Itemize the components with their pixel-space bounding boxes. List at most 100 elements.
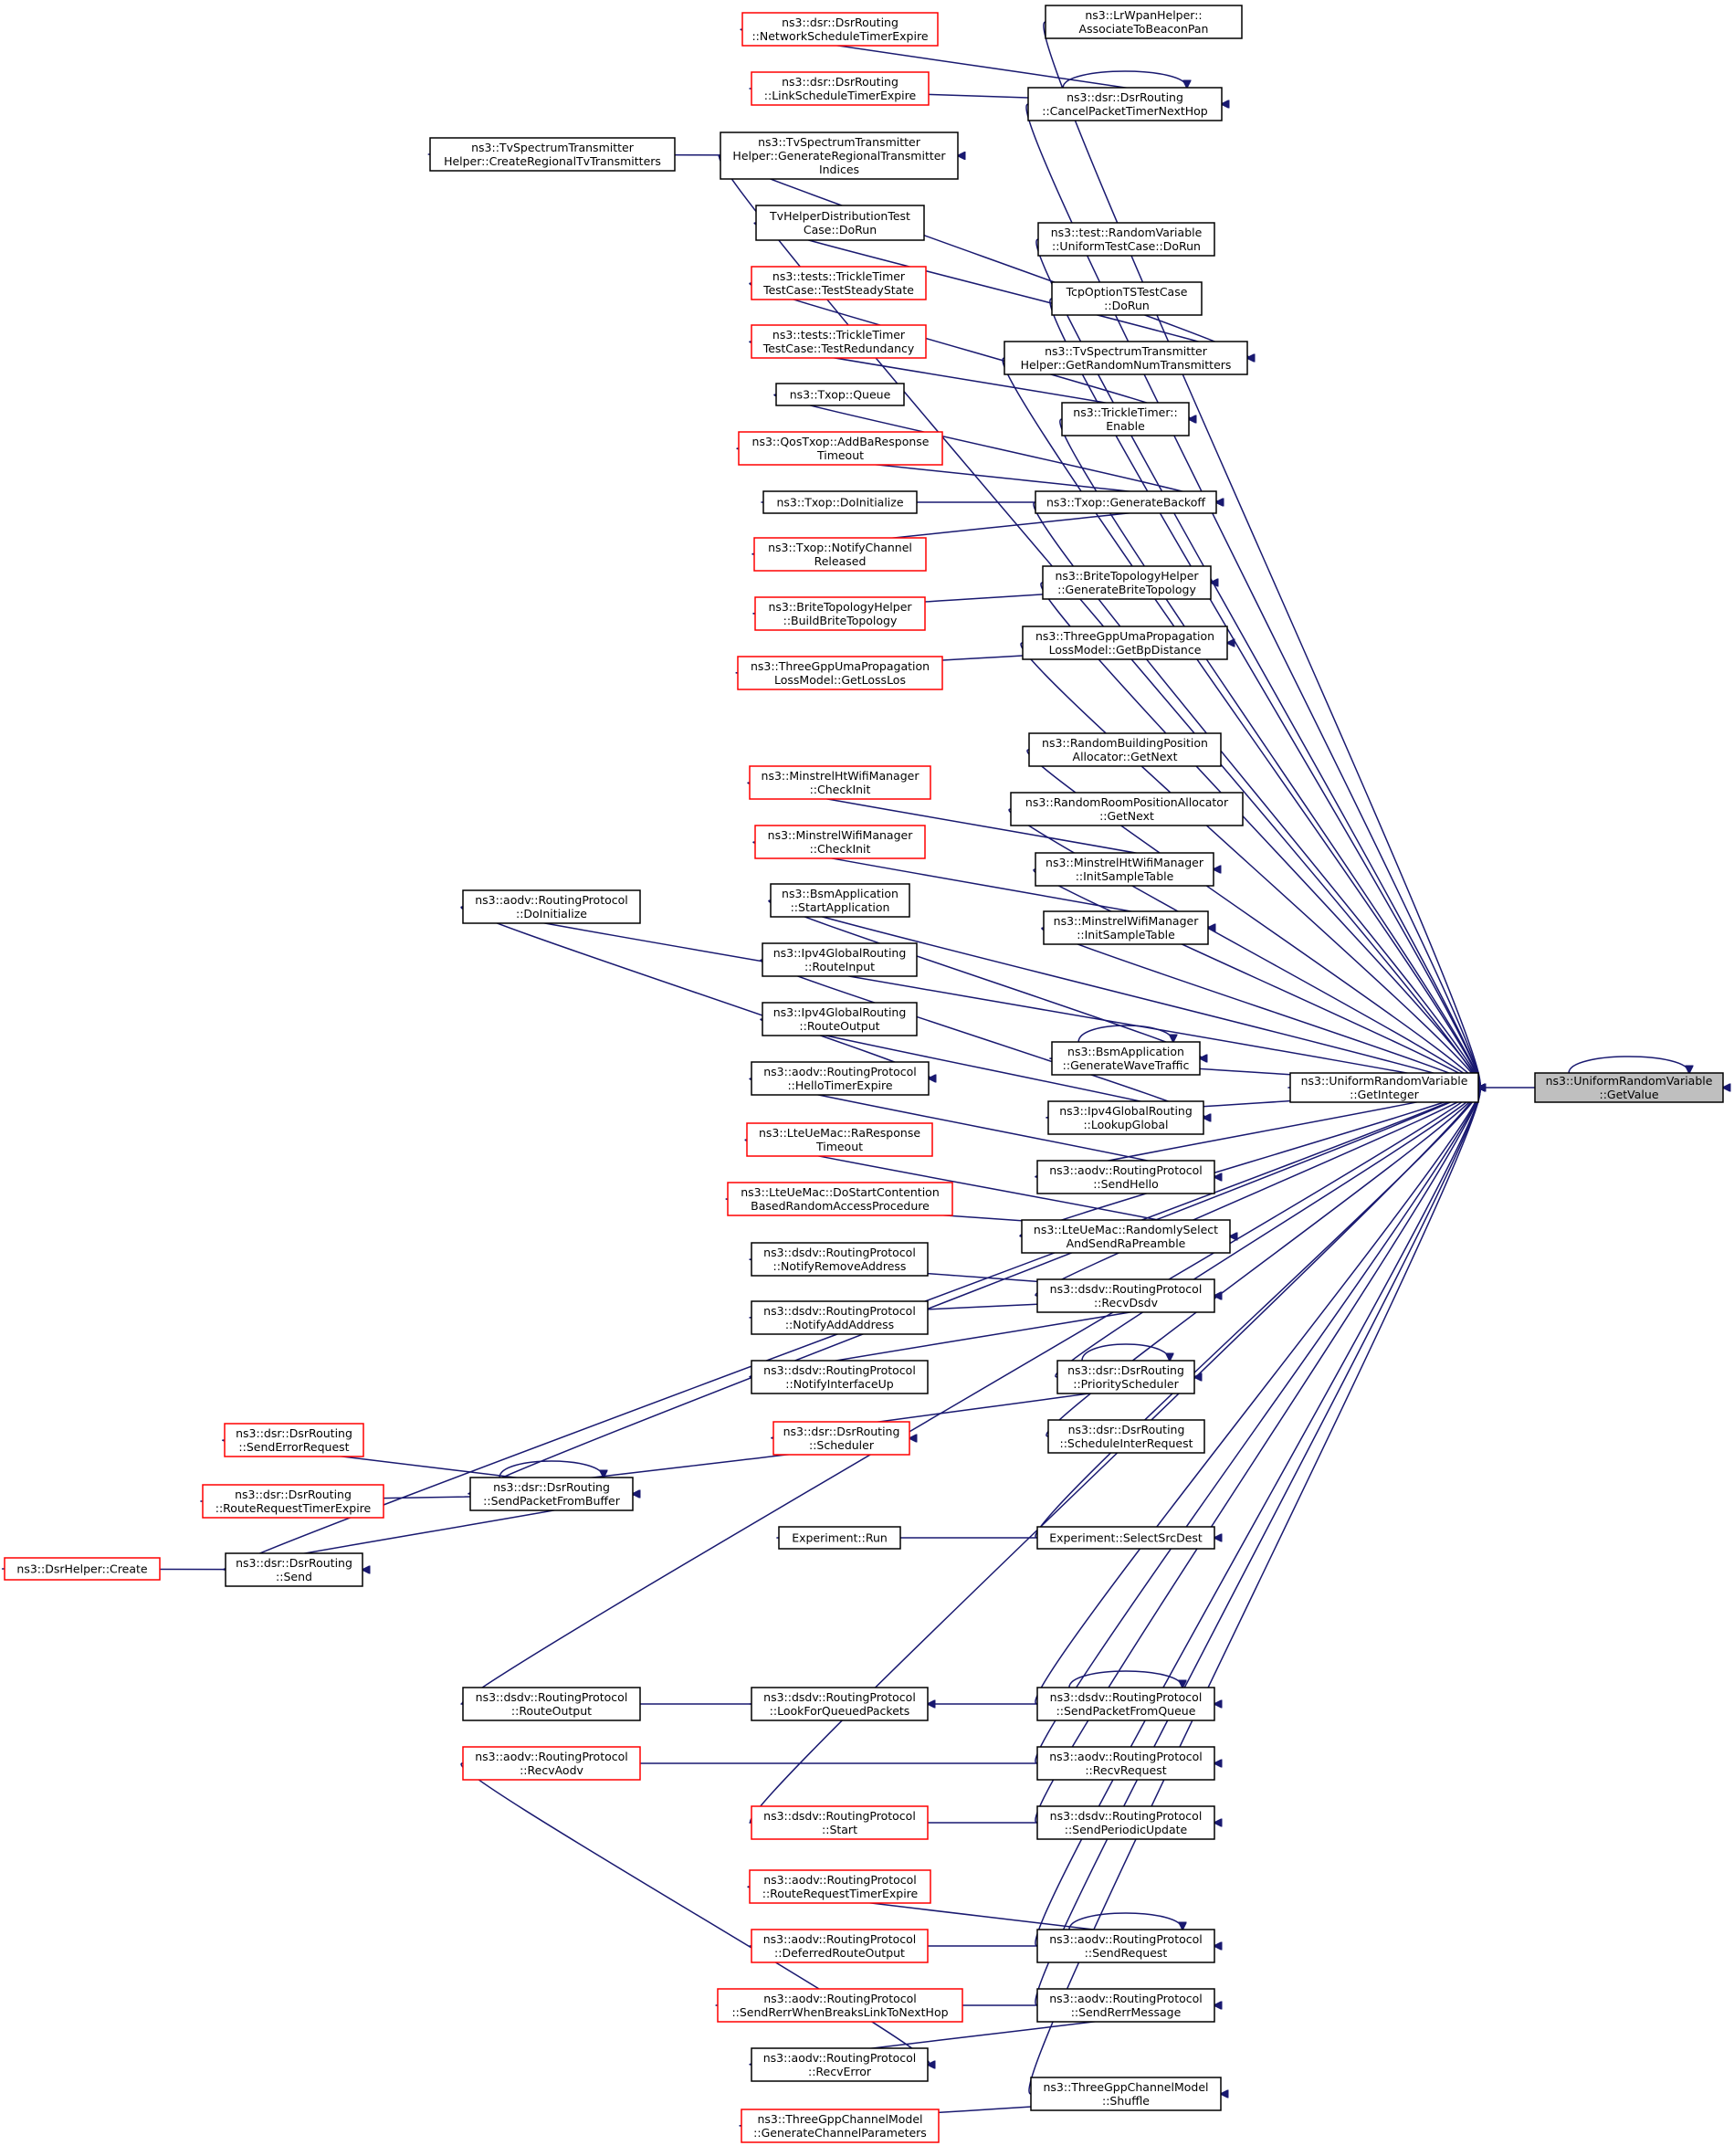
graph-node-minhtinit[interactable]: ns3::MinstrelHtWifiManager::InitSampleTa… (1035, 852, 1214, 887)
graph-node-txopqueue[interactable]: ns3::Txop::Queue (775, 383, 905, 406)
graph-node-randroom[interactable]: ns3::RandomRoomPositionAllocator::GetNex… (1010, 792, 1244, 826)
graph-node-tcpoption[interactable]: TcpOptionTSTestCase::DoRun (1051, 281, 1203, 316)
graph-node-dsdvrouteout[interactable]: ns3::dsdv::RoutingProtocol::RouteOutput (462, 1687, 641, 1721)
graph-node-generateregional[interactable]: ns3::TvSpectrumTransmitterHelper::Genera… (720, 131, 959, 180)
graph-node-associate[interactable]: ns3::LrWpanHelper::AssociateToBeaconPan (1045, 5, 1243, 39)
graph-node-genchannel[interactable]: ns3::ThreeGppChannelModel::GenerateChann… (741, 2109, 940, 2143)
graph-node-dsdvremove[interactable]: ns3::dsdv::RoutingProtocol::NotifyRemove… (751, 1242, 929, 1277)
graph-node-getinteger[interactable]: ns3::UniformRandomVariable::GetInteger (1289, 1072, 1479, 1103)
graph-node-linksched[interactable]: ns3::dsr::DsrRouting::LinkScheduleTimerE… (751, 71, 930, 106)
node-label: ns3::TvSpectrumTransmitter (1045, 344, 1208, 358)
graph-node-getbpdist[interactable]: ns3::ThreeGppUmaPropagationLossModel::Ge… (1022, 626, 1228, 660)
graph-node-selectsrc[interactable]: Experiment::SelectSrcDest (1036, 1526, 1215, 1550)
graph-node-trickleredund[interactable]: ns3::tests::TrickleTimerTestCase::TestRe… (751, 324, 927, 359)
graph-node-routereqtimer[interactable]: ns3::dsr::DsrRouting::RouteRequestTimerE… (202, 1484, 384, 1519)
graph-node-dostartcont[interactable]: ns3::LteUeMac::DoStartContentionBasedRan… (727, 1182, 953, 1216)
node-box (224, 1423, 364, 1457)
graph-node-dsdvstart[interactable]: ns3::dsdv::RoutingProtocol::Start (751, 1805, 929, 1840)
graph-node-dsrscheduler[interactable]: ns3::dsr::DsrRouting::Scheduler (772, 1421, 910, 1456)
node-label: ns3::LteUeMac::RaResponse (759, 1126, 920, 1140)
node-box (462, 1687, 641, 1721)
node-box (1036, 1526, 1215, 1550)
graph-node-sendhello[interactable]: ns3::aodv::RoutingProtocol::SendHello (1036, 1160, 1215, 1194)
graph-node-genbackoff[interactable]: ns3::Txop::GenerateBackoff (1035, 490, 1217, 514)
graph-node-sendfrombuffer[interactable]: ns3::dsr::DsrRouting::SendPacketFromBuff… (469, 1477, 634, 1511)
graph-node-recvaodv[interactable]: ns3::aodv::RoutingProtocol::RecvAodv (462, 1746, 641, 1781)
graph-node-cancelpacket[interactable]: ns3::dsr::DsrRouting::CancelPacketTimerN… (1027, 87, 1223, 121)
graph-node-ipv4output[interactable]: ns3::Ipv4GlobalRouting::RouteOutput (762, 1002, 918, 1036)
node-label: ::LookupGlobal (1083, 1118, 1168, 1131)
node-label: ::DoRun (1104, 299, 1150, 312)
graph-node-dsrsend[interactable]: ns3::dsr::DsrRouting::Send (225, 1552, 363, 1587)
graph-node-aodvroutereq[interactable]: ns3::aodv::RoutingProtocol::RouteRequest… (749, 1869, 931, 1904)
graph-node-randselect[interactable]: ns3::LteUeMac::RandomlySelectAndSendRaPr… (1021, 1219, 1231, 1254)
node-label: ns3::aodv::RoutingProtocol (763, 1932, 917, 1946)
graph-node-exprun[interactable]: Experiment::Run (778, 1526, 901, 1550)
graph-node-lookforqueued[interactable]: ns3::dsdv::RoutingProtocol::LookForQueue… (751, 1687, 929, 1721)
node-box (1289, 1072, 1479, 1103)
graph-node-dsdvifup[interactable]: ns3::dsdv::RoutingProtocol::NotifyInterf… (751, 1360, 929, 1394)
graph-node-dsrsendreq[interactable]: ns3::dsr::DsrRouting::SendErrorRequest (224, 1423, 364, 1457)
node-box (751, 1805, 929, 1840)
graph-node-ipv4input[interactable]: ns3::Ipv4GlobalRouting::RouteInput (762, 942, 918, 977)
graph-node-dsrhelper[interactable]: ns3::DsrHelper::Create (4, 1557, 161, 1581)
node-label: ns3::RandomBuildingPosition (1042, 736, 1208, 750)
graph-node-sendrequest[interactable]: ns3::aodv::RoutingProtocol::SendRequest (1036, 1929, 1215, 1963)
graph-node-trickleenable[interactable]: ns3::TrickleTimer::Enable (1061, 402, 1190, 436)
node-label: ::RecvDsdv (1094, 1296, 1159, 1309)
graph-node-networksched[interactable]: ns3::dsr::DsrRouting::NetworkScheduleTim… (741, 12, 939, 47)
call-edge (1081, 1343, 1170, 1361)
graph-node-sendperiodic[interactable]: ns3::dsdv::RoutingProtocol::SendPeriodic… (1036, 1805, 1215, 1840)
graph-node-mininit[interactable]: ns3::MinstrelWifiManager::InitSampleTabl… (1043, 910, 1209, 945)
graph-node-minhtcheck[interactable]: ns3::MinstrelHtWifiManager::CheckInit (749, 765, 931, 800)
graph-node-lookupglobal[interactable]: ns3::Ipv4GlobalRouting::LookupGlobal (1047, 1100, 1204, 1135)
graph-node-uniformtest[interactable]: ns3::test::RandomVariable::UniformTestCa… (1037, 222, 1215, 257)
node-label: ns3::dsdv::RoutingProtocol (763, 1809, 916, 1823)
node-box (753, 537, 927, 572)
graph-node-priosched[interactable]: ns3::dsr::DsrRouting::PriorityScheduler (1056, 1360, 1195, 1394)
graph-node-aodvdoinit[interactable]: ns3::aodv::RoutingProtocol::DoInitialize (462, 889, 641, 924)
graph-node-genbrite[interactable]: ns3::BriteTopologyHelper::GenerateBriteT… (1042, 565, 1212, 600)
node-label: ns3::aodv::RoutingProtocol (1049, 1932, 1203, 1946)
node-label: ::RecvError (808, 2065, 872, 2078)
graph-node-getvalue[interactable]: ns3::UniformRandomVariable::GetValue (1534, 1072, 1724, 1103)
call-edge (499, 1460, 604, 1478)
graph-node-sendfromqueue[interactable]: ns3::dsdv::RoutingProtocol::SendPacketFr… (1036, 1687, 1215, 1721)
node-box (462, 1746, 641, 1781)
graph-node-schedinter[interactable]: ns3::dsr::DsrRouting::ScheduleInterReque… (1047, 1419, 1205, 1454)
node-box (1035, 490, 1217, 514)
graph-node-recvrequest[interactable]: ns3::aodv::RoutingProtocol::RecvRequest (1036, 1746, 1215, 1781)
graph-node-dsdvadd[interactable]: ns3::dsdv::RoutingProtocol::NotifyAddAdd… (751, 1300, 929, 1335)
graph-node-randbuilding[interactable]: ns3::RandomBuildingPositionAllocator::Ge… (1028, 732, 1222, 767)
node-label: ns3::LteUeMac::DoStartContention (741, 1185, 940, 1199)
node-label: ns3::UniformRandomVariable (1546, 1074, 1713, 1088)
graph-node-mincheck[interactable]: ns3::MinstrelWifiManager::CheckInit (754, 825, 926, 859)
graph-node-recvdsdv[interactable]: ns3::dsdv::RoutingProtocol::RecvDsdv (1036, 1278, 1215, 1313)
node-label: ns3::dsdv::RoutingProtocol (1050, 1282, 1203, 1296)
graph-node-createregional[interactable]: ns3::TvSpectrumTransmitterHelper::Create… (429, 137, 676, 172)
graph-node-bsmwave[interactable]: ns3::BsmApplication::GenerateWaveTraffic (1051, 1041, 1201, 1076)
graph-node-getlosslos[interactable]: ns3::ThreeGppUmaPropagationLossModel::Ge… (737, 656, 943, 690)
graph-node-sendrerrmsg[interactable]: ns3::aodv::RoutingProtocol::SendRerrMess… (1036, 1988, 1215, 2023)
node-label: ns3::Txop::Queue (790, 388, 891, 402)
graph-node-txopdoinit[interactable]: ns3::Txop::DoInitialize (762, 490, 918, 514)
graph-node-tricklesteady[interactable]: ns3::tests::TrickleTimerTestCase::TestSt… (751, 266, 927, 300)
node-label: ns3::aodv::RoutingProtocol (763, 2051, 917, 2065)
graph-node-aodvhello[interactable]: ns3::aodv::RoutingProtocol::HelloTimerEx… (751, 1061, 930, 1096)
graph-node-getrandomnum[interactable]: ns3::TvSpectrumTransmitterHelper::GetRan… (1004, 341, 1248, 375)
node-label: Timeout (816, 448, 864, 462)
graph-node-senderrwhen[interactable]: ns3::aodv::RoutingProtocol::SendRerrWhen… (717, 1988, 963, 2023)
graph-node-recverror[interactable]: ns3::aodv::RoutingProtocol::RecvError (751, 2047, 929, 2082)
graph-node-deferredroute[interactable]: ns3::aodv::RoutingProtocol::DeferredRout… (751, 1929, 929, 1963)
node-label: ::ScheduleInterRequest (1060, 1436, 1193, 1450)
node-label: ns3::test::RandomVariable (1051, 226, 1203, 239)
node-label: ns3::Ipv4GlobalRouting (773, 1005, 907, 1019)
graph-node-bsmstart[interactable]: ns3::BsmApplication::StartApplication (770, 883, 910, 918)
graph-node-buildbrite[interactable]: ns3::BriteTopologyHelper::BuildBriteTopo… (754, 596, 926, 631)
graph-node-shuffle[interactable]: ns3::ThreeGppChannelModel::Shuffle (1030, 2077, 1222, 2111)
node-box (1061, 402, 1190, 436)
